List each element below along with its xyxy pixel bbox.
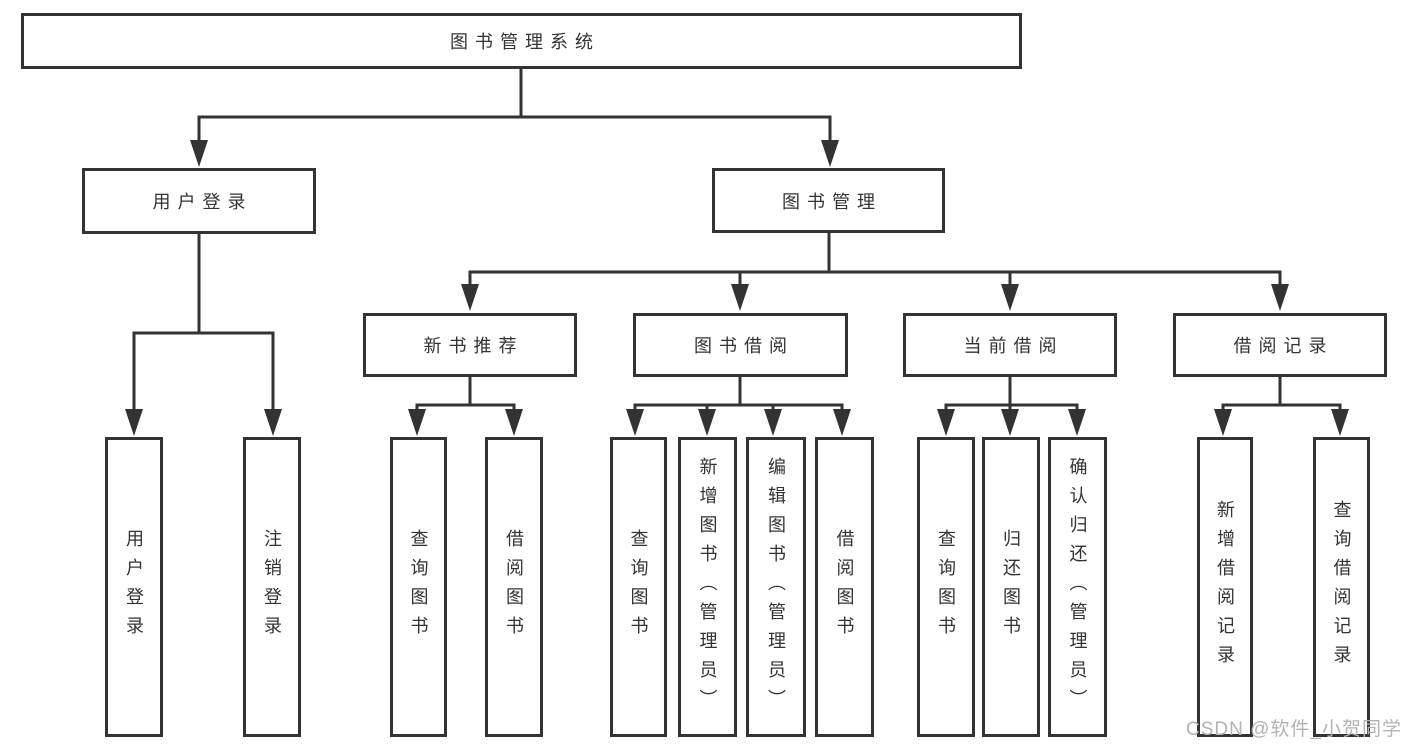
node-new-book-recommend: 新书推荐 xyxy=(363,313,577,377)
leaf-borrow-books-2: 借阅图书 xyxy=(815,437,874,737)
leaf-borrow-books-1: 借阅图书 xyxy=(485,437,543,737)
leaf-query-books-2: 查询图书 xyxy=(610,437,667,737)
leaf-query-books-1: 查询图书 xyxy=(390,437,447,737)
node-root: 图书管理系统 xyxy=(21,13,1022,69)
leaf-edit-books-admin: 编辑图书（管理员） xyxy=(746,437,806,737)
arrow-down-icons xyxy=(125,140,1349,436)
node-borrow-records: 借阅记录 xyxy=(1173,313,1387,377)
leaf-confirm-return-admin: 确认归还（管理员） xyxy=(1048,437,1107,737)
leaf-query-borrow-record: 查询借阅记录 xyxy=(1313,437,1370,737)
leaf-user-login: 用户登录 xyxy=(105,437,163,737)
watermark: CSDN @软件_小贺同学 xyxy=(1186,719,1402,740)
leaf-add-borrow-record: 新增借阅记录 xyxy=(1197,437,1253,737)
node-book-borrow: 图书借阅 xyxy=(633,313,848,377)
node-book-management: 图书管理 xyxy=(712,168,945,233)
leaf-return-books: 归还图书 xyxy=(982,437,1040,737)
leaf-query-books-3: 查询图书 xyxy=(917,437,975,737)
connector-paths xyxy=(132,67,1342,409)
node-user-login: 用户登录 xyxy=(82,168,316,234)
node-current-borrow: 当前借阅 xyxy=(903,313,1117,377)
leaf-logout: 注销登录 xyxy=(243,437,301,737)
leaf-add-books-admin: 新增图书（管理员） xyxy=(678,437,737,737)
